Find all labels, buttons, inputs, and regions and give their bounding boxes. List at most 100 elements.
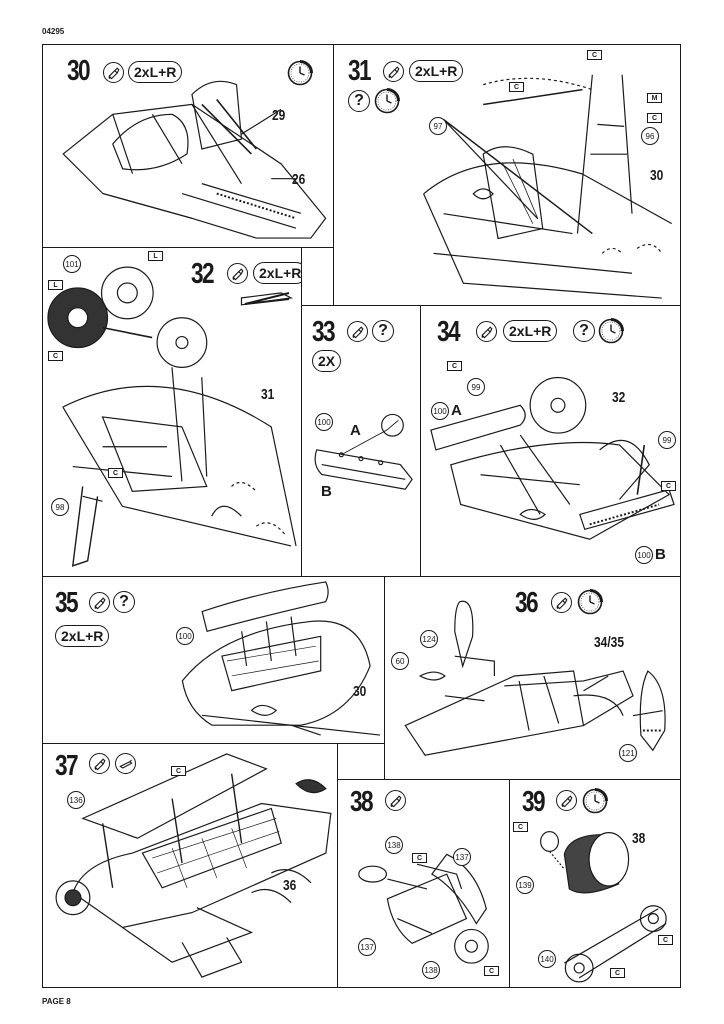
quantity-badge: 2xL+R [55, 625, 110, 647]
step-number: 36 [515, 587, 539, 619]
part-number: 138 [422, 961, 440, 979]
tweezers-icon [244, 292, 290, 305]
decal-flag: L [148, 251, 163, 261]
step-31-drawing [423, 74, 673, 299]
part-number: 139 [516, 876, 534, 894]
part-number: 26 [292, 171, 306, 188]
part-number: 136 [67, 791, 85, 809]
catalog-code: 04295 [42, 27, 65, 36]
part-number: 99 [467, 378, 485, 396]
step-number: 32 [191, 258, 215, 290]
step-number: 37 [55, 750, 79, 782]
step-31-panel: 31 2xL+R ? 97 96 30 C C M C [333, 44, 681, 306]
glue-icon [103, 62, 124, 83]
paint-icon [89, 592, 110, 613]
decal-flag: C [513, 822, 528, 832]
decal-flag: C [658, 935, 673, 945]
step-38-drawing [358, 853, 489, 964]
knife-icon [115, 753, 136, 774]
decal-flag: M [647, 93, 662, 103]
part-number: 121 [619, 744, 637, 762]
part-number: 100 [315, 413, 333, 431]
step-33-drawing [314, 413, 413, 490]
part-number: 31 [261, 386, 275, 403]
step-number: 31 [348, 55, 372, 87]
step-number: 33 [312, 316, 336, 348]
quantity-badge: 2xL+R [409, 60, 464, 82]
drying-clock-icon [582, 788, 608, 814]
step-37-drawing [55, 753, 332, 978]
glue-icon [347, 321, 368, 342]
decal-flag: C [610, 968, 625, 978]
decal-flag: C [171, 766, 186, 776]
part-number: 137 [358, 938, 376, 956]
question-icon: ? [348, 90, 370, 112]
step-38-panel: 38 138 137 137 138 C C [337, 779, 510, 988]
part-letter: A [350, 422, 361, 439]
drying-clock-icon [287, 60, 313, 86]
decal-flag: C [647, 113, 662, 123]
part-number: 96 [641, 127, 659, 145]
part-number: 137 [453, 848, 471, 866]
part-number: 29 [272, 107, 286, 124]
question-icon: ? [113, 591, 135, 613]
glue-icon [551, 592, 572, 613]
part-number: 30 [650, 167, 664, 184]
decal-flag: C [587, 50, 602, 60]
glue-icon [383, 61, 404, 82]
part-number: 101 [63, 255, 81, 273]
quantity-badge: 2X [312, 350, 342, 372]
part-number: 100 [431, 402, 449, 420]
part-letter: B [655, 546, 666, 563]
glue-icon [89, 753, 110, 774]
part-number: 100 [635, 546, 653, 564]
drying-clock-icon [577, 589, 603, 615]
decal-flag: C [447, 361, 462, 371]
step-32-drawing [47, 266, 297, 567]
step-30-drawing [62, 80, 327, 239]
question-icon: ? [372, 320, 394, 342]
part-letter: A [451, 402, 462, 419]
step-32-panel: 32 2xL+R 101 31 98 L L C C [42, 247, 302, 577]
part-number: 99 [658, 431, 676, 449]
decal-flag: C [484, 966, 499, 976]
step-number: 35 [55, 587, 79, 619]
step-37-panel: 37 136 36 C [42, 743, 338, 988]
drying-clock-icon [374, 88, 400, 114]
decal-flag: C [48, 351, 63, 361]
glue-icon [227, 263, 248, 284]
part-number: 32 [612, 389, 626, 406]
page-number: PAGE 8 [42, 997, 71, 1006]
step-35-drawing [181, 581, 381, 736]
step-35-panel: 35 ? 2xL+R 100 30 [42, 576, 385, 744]
part-number: 38 [632, 830, 646, 847]
step-36-drawing [404, 600, 666, 756]
glue-icon [476, 321, 497, 342]
part-number: 34/35 [594, 634, 625, 651]
decal-flag: C [509, 82, 524, 92]
part-number: 124 [420, 630, 438, 648]
step-number: 38 [350, 786, 374, 818]
part-number: 36 [283, 877, 297, 894]
quantity-badge: 2xL+R [503, 320, 558, 342]
quantity-badge: 2xL+R [253, 262, 301, 284]
part-number: 100 [176, 627, 194, 645]
decal-flag: C [412, 853, 427, 863]
part-number: 30 [353, 683, 367, 700]
decal-flag: L [48, 280, 63, 290]
step-34-drawing [430, 376, 675, 540]
step-number: 30 [67, 55, 91, 87]
step-34-panel: 34 2xL+R ? 99 100 A 32 99 100 B C C [420, 305, 681, 577]
question-icon: ? [573, 320, 595, 342]
glue-icon [556, 790, 577, 811]
glue-icon [385, 790, 406, 811]
part-number: 60 [391, 652, 409, 670]
step-33-panel: 33 ? 2X 100 A B [301, 305, 421, 577]
step-number: 39 [522, 786, 546, 818]
decal-flag: C [661, 481, 676, 491]
part-letter: B [321, 483, 332, 500]
step-36-panel: 36 124 34/35 60 121 [384, 576, 681, 780]
part-number: 97 [429, 117, 447, 135]
quantity-badge: 2xL+R [128, 61, 183, 83]
decal-flag: C [108, 468, 123, 478]
